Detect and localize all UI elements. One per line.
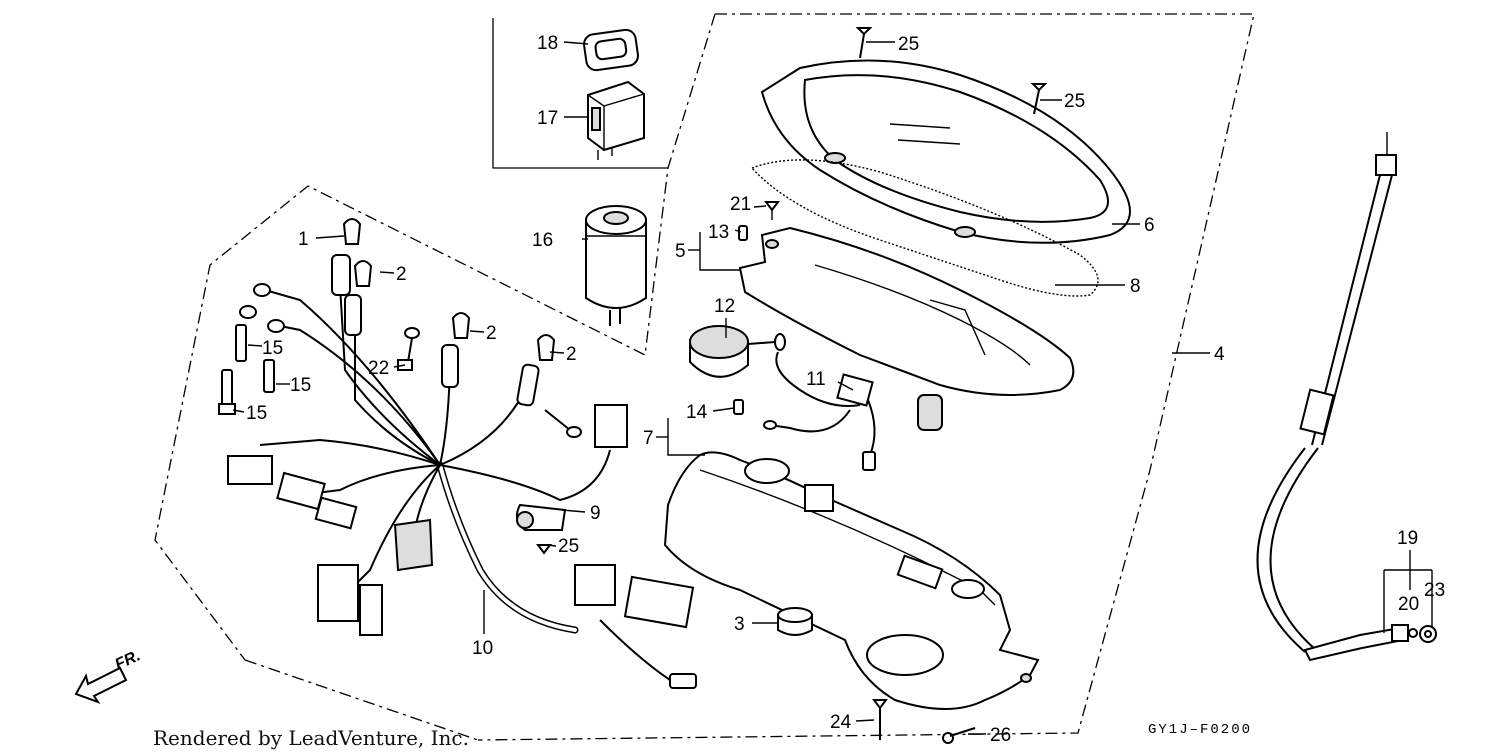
callout-13: 13 xyxy=(708,222,729,243)
meter-unit-part xyxy=(689,325,786,378)
callout-7: 7 xyxy=(643,428,654,449)
callout-1: 1 xyxy=(298,229,309,250)
callout-15: 15 xyxy=(246,403,267,424)
callout-12: 12 xyxy=(714,296,735,317)
callout-4: 4 xyxy=(1214,344,1225,365)
callout-8: 8 xyxy=(1130,276,1141,297)
callout-20: 20 xyxy=(1398,594,1419,615)
callout-3: 3 xyxy=(734,614,745,635)
callout-21: 21 xyxy=(730,194,751,215)
callout-16: 16 xyxy=(532,230,553,251)
callout-2: 2 xyxy=(396,264,407,285)
callout-2: 2 xyxy=(566,344,577,365)
speedometer-cable-part xyxy=(1256,132,1437,662)
gasket-part xyxy=(750,159,1099,297)
callout-25: 25 xyxy=(898,34,919,55)
callout-11: 11 xyxy=(806,369,826,390)
callout-14: 14 xyxy=(686,402,708,423)
front-direction-indicator: FR. xyxy=(74,647,144,704)
callout-18: 18 xyxy=(537,33,558,54)
callout-17: 17 xyxy=(537,108,558,129)
meter-lens-cover-part xyxy=(760,59,1131,244)
callout-5: 5 xyxy=(675,241,686,262)
cylinder-unit-part xyxy=(585,205,647,326)
leader-lines xyxy=(232,41,1433,735)
meter-panel-part xyxy=(738,226,1075,431)
callout-24: 24 xyxy=(830,712,852,733)
callout-labels: 1 2 2 2 3 4 5 6 7 8 9 10 11 12 13 14 15 … xyxy=(246,33,1445,746)
sub-harness-part xyxy=(763,351,876,471)
meter-small-fasteners xyxy=(733,27,1048,744)
meter-lower-case-part xyxy=(663,451,1040,710)
callout-2: 2 xyxy=(486,323,497,344)
grommet-part xyxy=(777,607,813,636)
callout-22: 22 xyxy=(368,358,389,379)
callout-19: 19 xyxy=(1397,528,1418,549)
callout-23: 23 xyxy=(1424,580,1445,601)
credit-text: Rendered by LeadVenture, Inc. xyxy=(153,726,469,750)
callout-6: 6 xyxy=(1144,215,1155,236)
relay-part xyxy=(587,80,645,160)
front-arrow-icon xyxy=(74,666,128,704)
wire-harness-part xyxy=(218,218,697,689)
callout-25: 25 xyxy=(1064,91,1085,112)
group-boundaries xyxy=(154,13,1255,741)
callout-15: 15 xyxy=(290,375,311,396)
callout-26: 26 xyxy=(990,725,1011,746)
front-label: FR. xyxy=(113,647,144,673)
callout-9: 9 xyxy=(590,503,601,524)
callout-25: 25 xyxy=(558,536,579,557)
diagram-code: GY1J–F0200 xyxy=(1148,722,1252,738)
callout-15: 15 xyxy=(262,338,283,359)
callout-10: 10 xyxy=(472,638,493,659)
rubber-mount-part xyxy=(583,28,639,72)
